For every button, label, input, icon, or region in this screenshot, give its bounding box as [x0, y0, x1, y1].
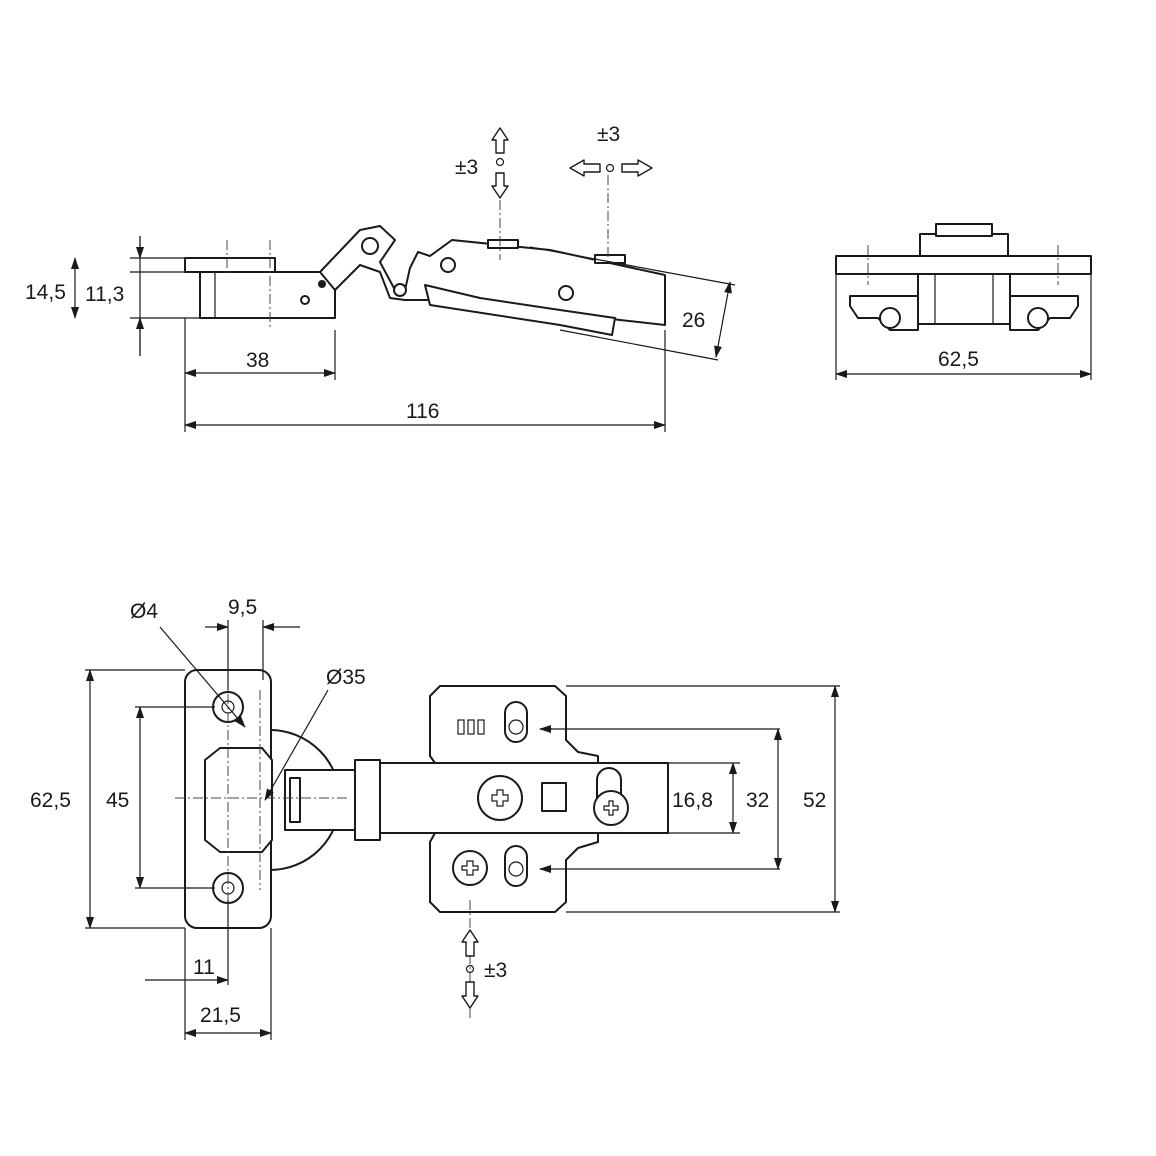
plate-width-label: 21,5 [200, 1004, 241, 1027]
hole-diameter-label: Ø4 [130, 600, 158, 623]
side-cup-body [199, 271, 336, 319]
side-adjust-arrows-icon [569, 159, 653, 177]
slot-bottom [504, 845, 528, 887]
side-hinge-arm [319, 225, 666, 326]
dim-11-3: 11,3 [85, 283, 124, 306]
edge-to-hole-label: 11 [193, 956, 215, 979]
pivot-1 [361, 237, 379, 255]
hole-spacing-label: 45 [106, 789, 129, 812]
screw-spacing-label: 32 [746, 789, 769, 812]
side-mount-plate [184, 257, 276, 273]
plan-view: Ø4 9,5 Ø35 62,5 45 11 21,5 16,8 32 52 ±3 [30, 596, 840, 1040]
dim-116: 116 [406, 400, 439, 423]
adjust-side-label: ±3 [597, 123, 620, 146]
height-adjust-arrows-icon [461, 929, 479, 1009]
arm-knuckle [354, 759, 381, 841]
plate-height-label: 62,5 [30, 789, 71, 812]
adjust-screw-right-icon [593, 767, 629, 826]
cup-diameter-label: Ø35 [326, 666, 366, 689]
adjust-screw-center-icon [477, 775, 523, 821]
side-base-plate [424, 284, 616, 336]
dim-26: 26 [682, 309, 705, 332]
arm-screw-2 [558, 285, 574, 301]
dim-62-5-end: 62,5 [938, 348, 979, 371]
dim-14-5: 14,5 [25, 281, 66, 304]
slot-top [504, 701, 528, 743]
side-view: 14,5 11,3 38 116 26 ±3 ±3 [25, 123, 736, 432]
cup-recess [204, 747, 273, 853]
adj-screw-head [487, 239, 519, 249]
end-cup [917, 273, 1011, 325]
dim-38: 38 [246, 349, 269, 372]
depth-adjust-arrows-icon [491, 127, 509, 199]
arm-screw-1 [440, 257, 456, 273]
mount-screw-bottom-icon [452, 850, 488, 886]
arm-width-label: 16,8 [672, 789, 713, 812]
end-top-block [919, 233, 1009, 257]
adjust-depth-label: ±3 [455, 156, 478, 179]
square-hole [541, 782, 567, 812]
adjust-height-label: ±3 [484, 959, 507, 982]
pivot-2 [393, 283, 407, 297]
cup-rivet [300, 295, 310, 305]
hole-offset-label: 9,5 [228, 596, 257, 619]
end-plate [835, 255, 1092, 275]
end-view: 62,5 [835, 223, 1092, 380]
base-height-label: 52 [803, 789, 826, 812]
